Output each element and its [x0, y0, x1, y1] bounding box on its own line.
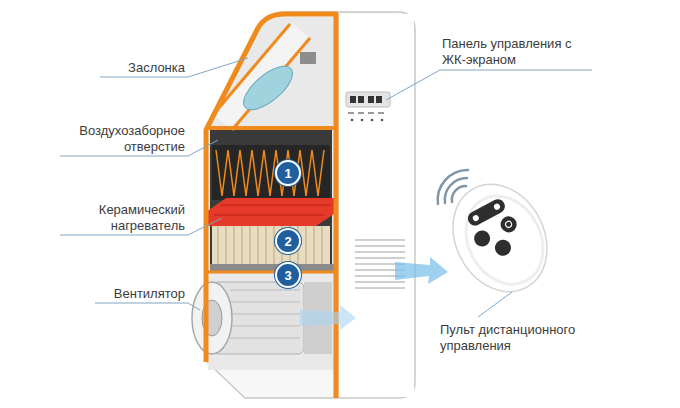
- callout-number-text: 3: [284, 268, 291, 283]
- callout-number: 1: [275, 160, 301, 186]
- callout-number-text: 2: [284, 234, 291, 249]
- callout-number: 3: [275, 262, 301, 288]
- callout-number-text: 1: [284, 166, 291, 181]
- callout-number: 2: [275, 228, 301, 254]
- part-label: Вентилятор: [60, 286, 185, 302]
- part-label: Керамический нагреватель: [60, 202, 185, 234]
- part-label: Панель управления с ЖК-экраном: [442, 36, 572, 68]
- part-label: Пульт дистанционного управления: [440, 322, 590, 354]
- part-label: Заслонка: [60, 60, 185, 76]
- part-label: Воздухозаборное отверстие: [60, 123, 185, 155]
